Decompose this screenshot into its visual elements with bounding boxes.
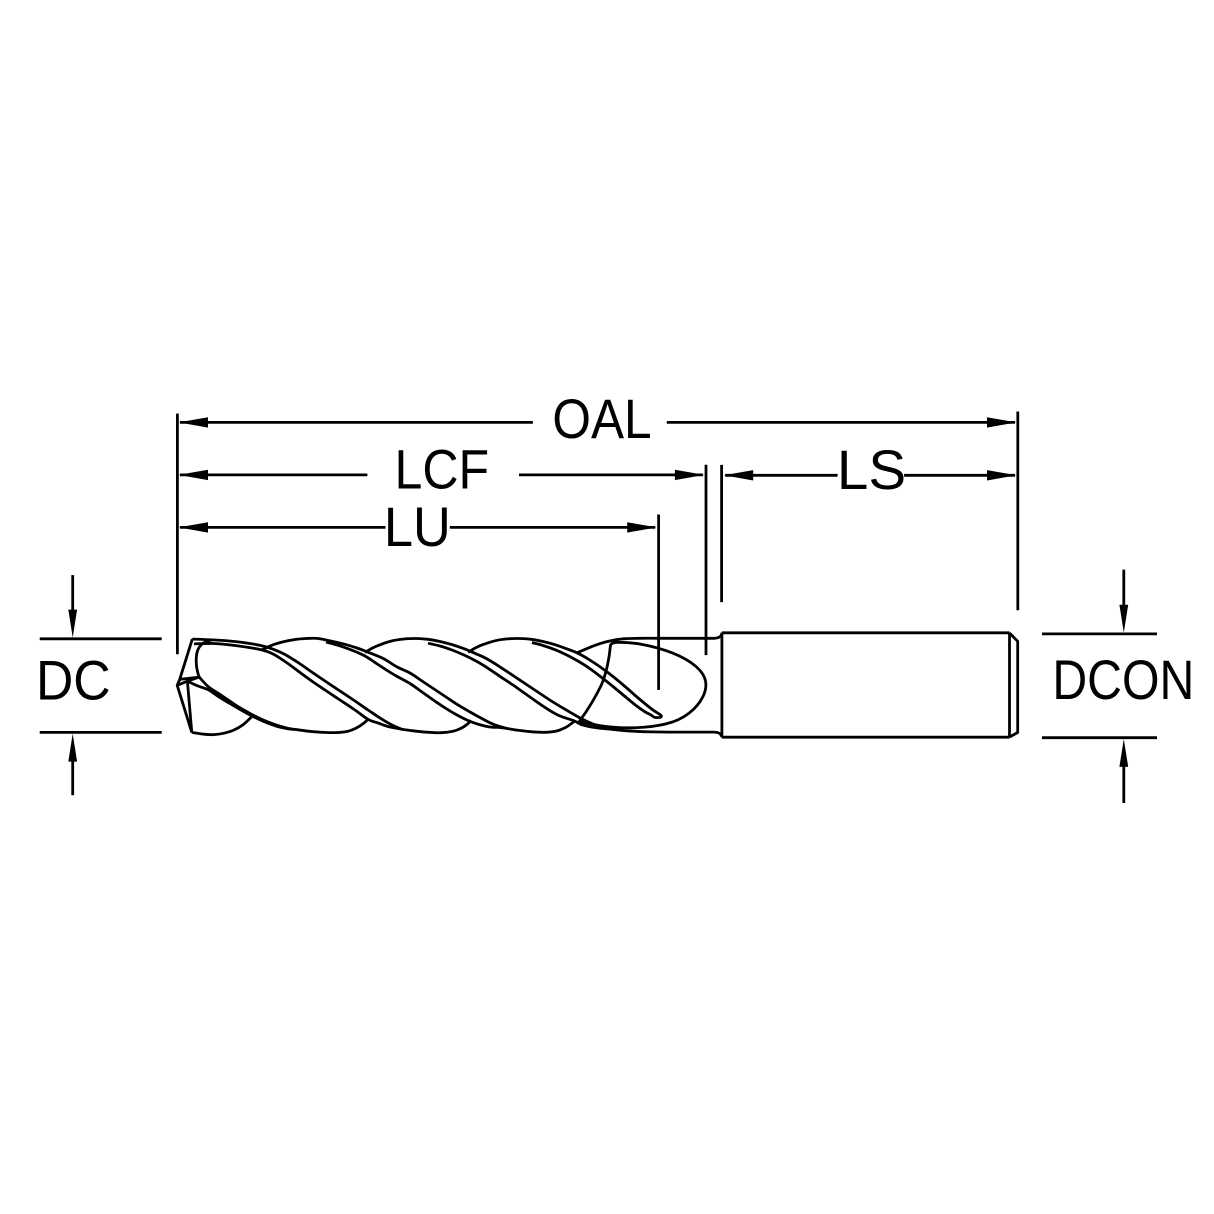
- svg-text:OAL: OAL: [552, 389, 651, 451]
- svg-text:LU: LU: [384, 497, 451, 559]
- svg-text:LCF: LCF: [395, 439, 490, 501]
- svg-text:DC: DC: [36, 650, 111, 712]
- svg-text:LS: LS: [837, 438, 906, 500]
- svg-text:DCON: DCON: [1052, 650, 1194, 712]
